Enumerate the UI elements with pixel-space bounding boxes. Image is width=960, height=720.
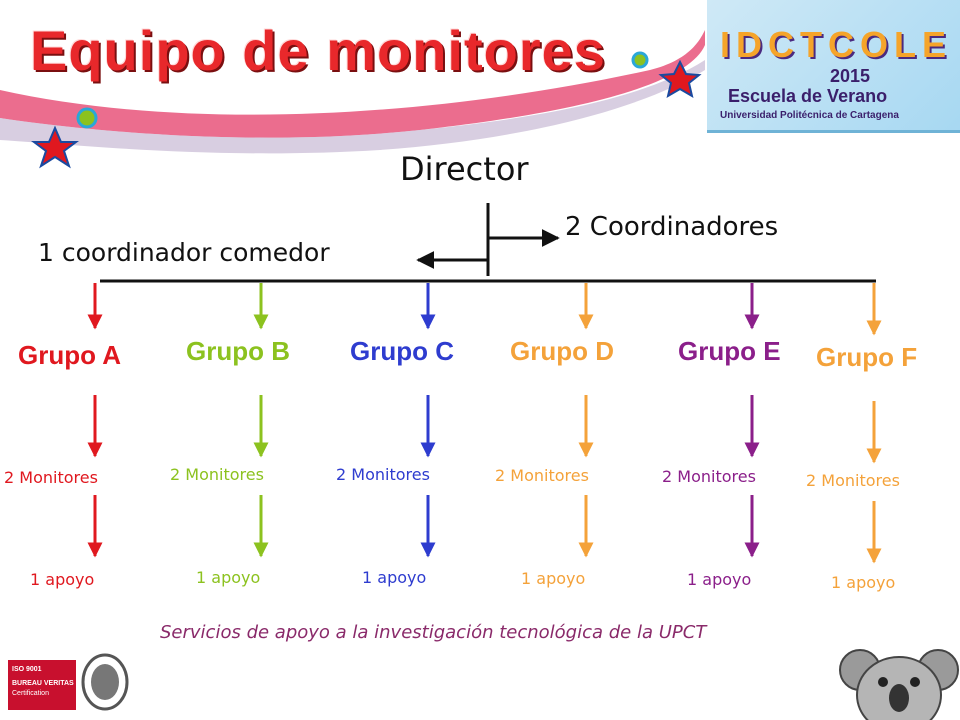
group-c-support: 1 apoyo [362, 568, 427, 587]
header-swoosh-shadow [0, 60, 705, 154]
certification-label: Certification [12, 690, 49, 697]
logo-letters: IDCTCOLE [720, 24, 952, 65]
logo-school: Escuela de Verano [728, 86, 888, 106]
star-icon [658, 59, 702, 99]
group-a-monitors: 2 Monitores [4, 468, 98, 487]
group-f-support: 1 apoyo [831, 573, 896, 592]
logo-year: 2015 [830, 66, 871, 86]
summer-school-logo [707, 0, 960, 133]
coordinators-label: 2 Coordinadores [565, 212, 779, 242]
group-f-monitors: 2 Monitores [806, 471, 900, 490]
certifier-label: BUREAU VERITAS [12, 680, 74, 687]
group-e-label: Grupo E [678, 336, 781, 366]
group-c-label: Grupo C [350, 336, 454, 366]
group-e-monitors: 2 Monitores [662, 467, 756, 486]
group-b-monitors: 2 Monitores [170, 465, 264, 484]
header-swoosh [0, 30, 705, 138]
group-a-label: Grupo A [18, 340, 122, 370]
bubble-icon [76, 107, 98, 129]
footer-text: Servicios de apoyo a la investigación te… [160, 622, 707, 643]
group-d-monitors: 2 Monitores [495, 466, 589, 485]
group-arrows [87, 283, 882, 564]
dining-coordinator-label: 1 coordinador comedor [38, 238, 330, 267]
group-e-support: 1 apoyo [687, 570, 752, 589]
director-label: Director [400, 150, 529, 188]
logo-university: Universidad Politécnica de Cartagena [720, 110, 899, 121]
star-icon [31, 125, 79, 169]
group-f-label: Grupo F [816, 342, 918, 372]
group-d-label: Grupo D [510, 336, 614, 366]
group-a-support: 1 apoyo [30, 570, 95, 589]
certification-badge [8, 660, 76, 710]
group-d-support: 1 apoyo [521, 569, 586, 588]
group-b-support: 1 apoyo [196, 568, 261, 587]
koala-mascot-icon [839, 649, 959, 720]
group-b-label: Grupo B [186, 336, 290, 366]
page-title: Equipo de monitores [30, 19, 606, 82]
group-c-monitors: 2 Monitores [336, 465, 430, 484]
bubble-icon [631, 51, 649, 69]
bureau-veritas-seal-icon [81, 653, 129, 711]
iso-label: ISO 9001 [12, 666, 42, 673]
